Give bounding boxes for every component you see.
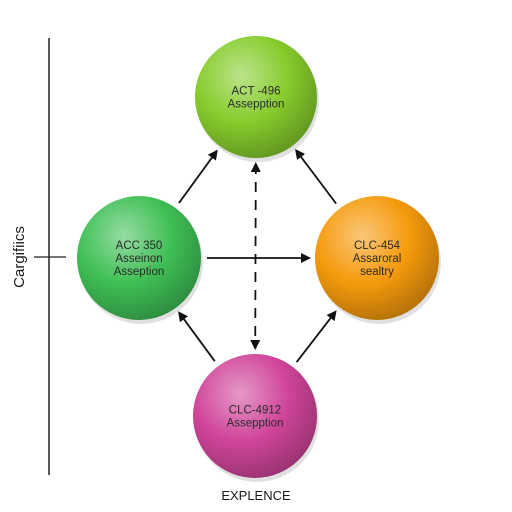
edge-top-bottom (250, 161, 261, 351)
node-circle (193, 354, 317, 478)
x-axis-label: EXPLENCE (221, 488, 291, 503)
node-label-line: sealtry (360, 266, 394, 278)
node-circle (315, 196, 439, 320)
node-label-line: Assepption (228, 99, 285, 111)
node-label-line: Asseinon (115, 253, 162, 265)
edges (178, 148, 337, 363)
edge-bottom-right (295, 310, 337, 363)
node-label-line: CLC-4912 (229, 405, 281, 417)
node-label-line: ACC 350 (116, 240, 163, 252)
node-circle (195, 36, 317, 158)
node-label-line: Assaroral (353, 253, 402, 265)
node-circle (77, 196, 201, 320)
edge-left-top (178, 149, 218, 204)
node-label-line: ACT -496 (231, 86, 280, 98)
y-axis-label: Cargifiics (11, 226, 28, 288)
edge-top-right (295, 148, 337, 205)
node-label-line: Assepption (227, 418, 284, 430)
node-label-line: CLC-454 (354, 240, 401, 252)
node-label-line: Asseption (114, 266, 165, 278)
edge-bottom-left (178, 311, 216, 362)
